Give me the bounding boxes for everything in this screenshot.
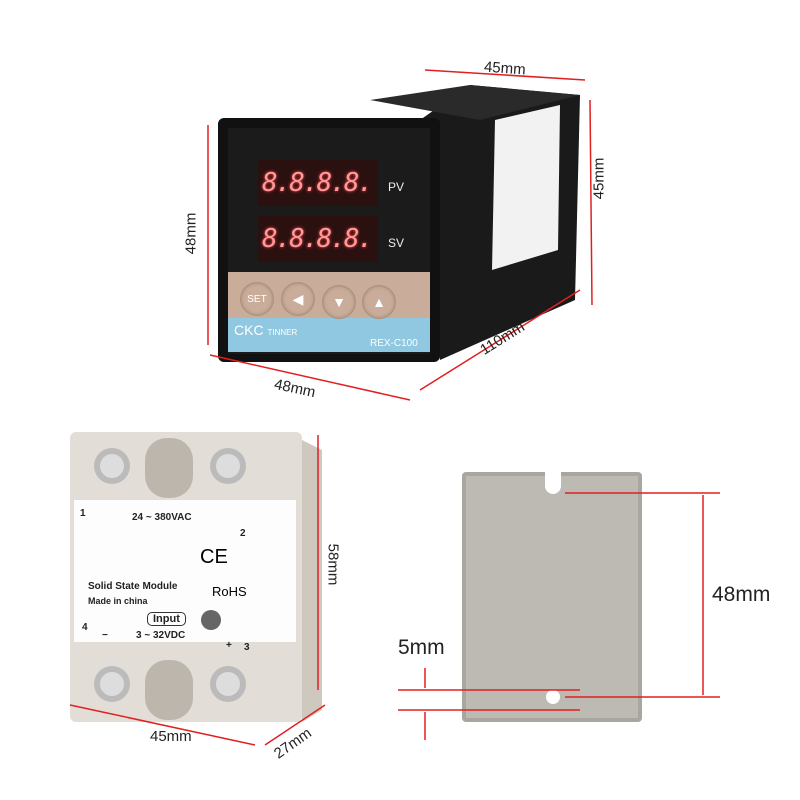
dimension-lines: [69, 69, 720, 746]
dim-ssr-height: 58mm: [324, 543, 342, 586]
shift-left-icon: ◀: [292, 290, 304, 307]
down-button[interactable]: ▼: [322, 285, 356, 319]
pv-label: PV: [388, 180, 405, 194]
dim-controller-height: 48mm: [182, 212, 200, 255]
plus-label: +: [226, 640, 232, 651]
dim-controller-side-height: 45mm: [590, 157, 608, 200]
down-arrow-icon: ▼: [332, 294, 346, 310]
brand-name: CKC TINNER: [234, 322, 298, 338]
terminal-4-label: 4: [82, 622, 88, 633]
rohs-mark: RoHS: [212, 584, 247, 599]
dc-range: 3 ~ 32VDC: [136, 630, 186, 641]
shift-button[interactable]: ◀: [281, 282, 315, 316]
module-name: Solid State Module: [88, 581, 178, 592]
made-in: Made in china: [88, 596, 148, 606]
ac-range: 24 ~ 380VAC: [132, 512, 192, 523]
pv-display: 8.8.8.8.: [262, 168, 373, 198]
sv-label: SV: [388, 236, 405, 250]
input-label: Input: [147, 612, 186, 626]
controller-side-label: [492, 105, 560, 270]
sv-display: 8.8.8.8.: [262, 224, 373, 254]
terminal-3-label: 3: [244, 642, 250, 653]
dim-heatsink-hole: 5mm: [398, 636, 445, 659]
up-button[interactable]: ▲: [362, 285, 396, 319]
up-arrow-icon: ▲: [372, 294, 386, 310]
dim-controller-side-width: 45mm: [483, 58, 527, 79]
dim-heatsink-height: 48mm: [712, 583, 771, 606]
model-name: REX-C100: [370, 338, 418, 349]
terminal-1-label: 1: [80, 508, 86, 519]
set-button[interactable]: SET: [240, 282, 274, 316]
minus-label: −: [102, 630, 108, 641]
dim-ssr-width: 45mm: [150, 728, 192, 745]
terminal-2-label: 2: [240, 528, 246, 539]
ce-mark: CE: [200, 546, 228, 568]
brand-strip: [228, 318, 430, 352]
